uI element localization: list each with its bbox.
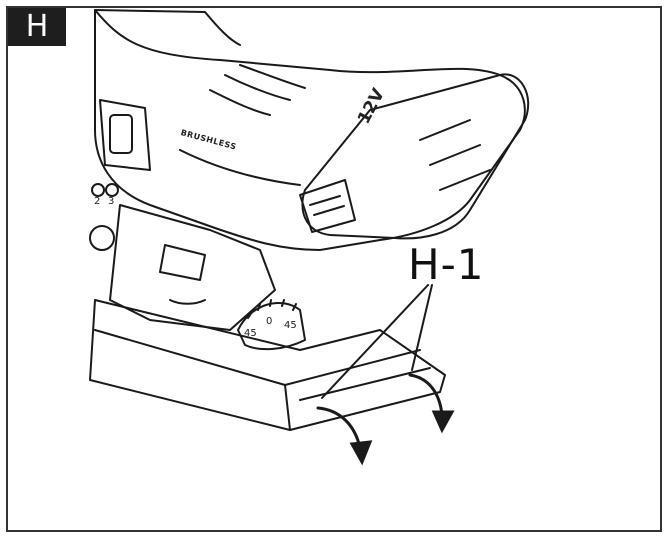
section-badge: H xyxy=(8,8,66,46)
arrow-curved-down-icon xyxy=(316,406,373,466)
bevel-mark-right: 45 xyxy=(284,320,297,331)
bevel-mark-center: 0 xyxy=(266,316,273,327)
speed-mark-2: 2 xyxy=(94,196,101,207)
tool-body-outline xyxy=(94,9,526,251)
base-plate xyxy=(89,299,446,431)
pointer-line-left xyxy=(321,284,429,399)
figure-frame xyxy=(6,6,662,532)
speed-mark-3: 3 xyxy=(108,196,115,207)
bevel-mark-left: 45 xyxy=(244,328,257,339)
arrow-curved-down-icon xyxy=(408,373,455,434)
callout-label: H-1 xyxy=(408,240,485,289)
battery-pack xyxy=(301,73,530,240)
switch-panel xyxy=(99,99,151,171)
pointer-line-right xyxy=(411,284,433,371)
